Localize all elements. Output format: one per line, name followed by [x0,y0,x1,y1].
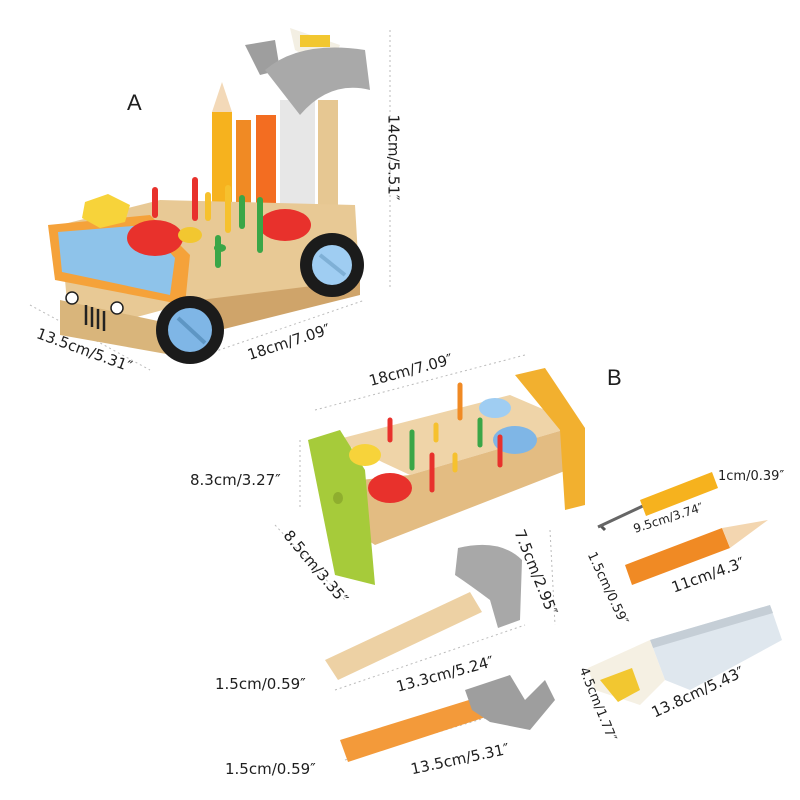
hammer-handle-width-label: 1.5cm/0.59″ [215,675,306,693]
toy-workbench [274,354,585,601]
wrench-handle-width-label: 1.5cm/0.59″ [225,760,316,778]
toy-wrench [340,675,555,762]
toy-pencil [625,520,768,585]
screwdriver-diameter-label: 1cm/0.39″ [718,469,785,484]
section-label-a: A [127,90,142,115]
toy-hammer [325,529,556,691]
toy-screwdriver [597,472,718,532]
section-label-b: B [607,365,622,390]
truck-height-label: 14cm/5.51″ [384,114,403,201]
toy-saw [588,605,782,705]
bench-height-label: 8.3cm/3.27″ [190,471,281,489]
toy-truck [29,28,391,371]
